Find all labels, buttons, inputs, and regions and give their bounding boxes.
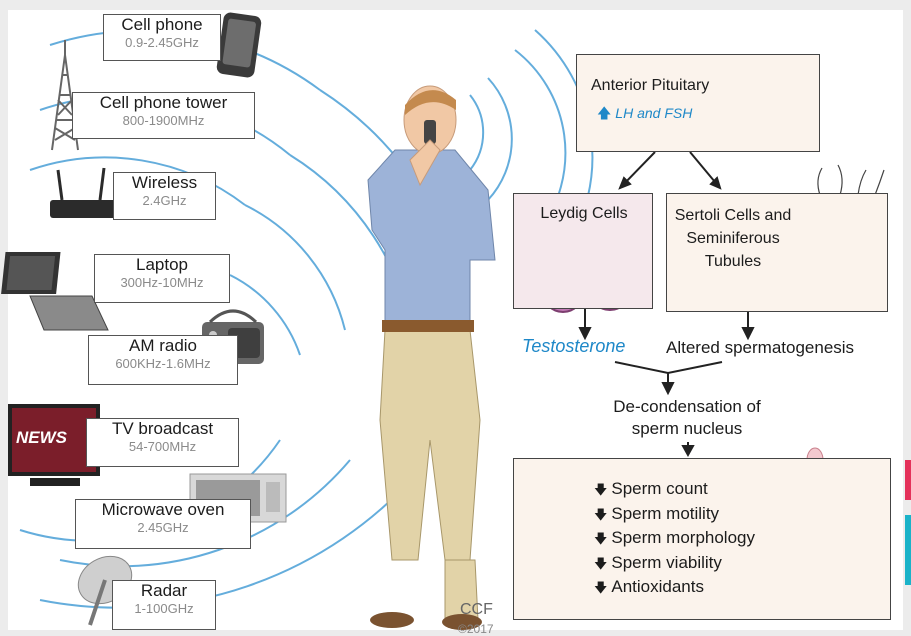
down-arrow-icon: 🡇 [594,527,607,551]
sertoli-cells-title: Sertoli Cells and Seminiferous Tubules [671,204,795,273]
hormone-text: LH and FSH [615,105,692,121]
device-label-cell-phone: Cell phone 0.9-2.45GHz [103,14,221,61]
device-label-cell-phone-tower: Cell phone tower 800-1900MHz [72,92,255,139]
device-label-radar: Radar 1-100GHz [112,580,216,630]
effect-text: Antioxidants [611,577,704,596]
leydig-cells-box: Leydig Cells [513,193,653,309]
effect-text: Sperm motility [611,504,719,523]
device-name: Wireless [114,173,215,193]
sertoli-cells-box: Sertoli Cells and Seminiferous Tubules [666,193,888,312]
anterior-pituitary-title: Anterior Pituitary [591,77,709,95]
laptop-icon [1,252,108,330]
device-frequency: 2.45GHz [76,520,250,536]
effects-box: 🡇Sperm count 🡇Sperm motility 🡇Sperm morp… [513,458,891,620]
effects-list: 🡇Sperm count 🡇Sperm motility 🡇Sperm morp… [594,477,755,600]
up-arrow-icon: 🡅 [597,105,611,121]
effect-item: 🡇Sperm motility [594,502,755,527]
down-arrow-icon: 🡇 [594,576,607,600]
tv-news-logo: NEWS [16,428,67,448]
effect-text: Sperm morphology [611,528,755,547]
ccf-credit: CCF [460,601,493,619]
device-label-am-radio: AM radio 600KHz-1.6MHz [88,335,238,385]
device-frequency: 600KHz-1.6MHz [89,356,237,372]
device-frequency: 1-100GHz [113,601,215,617]
pituitary-arrows [620,152,720,188]
device-name: Laptop [95,255,229,275]
device-label-laptop: Laptop 300Hz-10MHz [94,254,230,303]
altered-spermatogenesis-label: Altered spermatogenesis [666,337,854,359]
device-label-wireless: Wireless 2.4GHz [113,172,216,220]
testosterone-label: Testosterone [522,336,625,357]
device-frequency: 2.4GHz [114,193,215,209]
effect-item: 🡇Sperm morphology [594,526,755,551]
device-label-tv-broadcast: TV broadcast 54-700MHz [86,418,239,467]
anterior-pituitary-box: Anterior Pituitary 🡅 LH and FSH [576,54,820,152]
effect-text: Sperm viability [611,553,722,572]
effect-item: 🡇Sperm count [594,477,755,502]
man-figure-icon [368,86,495,630]
decondensation-label: De-condensation of sperm nucleus [598,396,776,440]
down-arrow-icon: 🡇 [594,503,607,527]
wave-arc-3 [245,205,345,330]
effect-item: 🡇Sperm viability [594,551,755,576]
effect-text: Sperm count [611,479,707,498]
effect-item: 🡇Antioxidants [594,575,755,600]
router-icon [50,168,120,218]
wave-head-1 [470,95,483,170]
device-name: Cell phone tower [73,93,254,113]
down-arrow-icon: 🡇 [594,552,607,576]
device-name: Microwave oven [76,500,250,520]
wave-head-2 [488,78,512,200]
device-frequency: 54-700MHz [87,439,238,455]
edge-accent-teal [905,515,911,585]
device-name: Cell phone [104,15,220,35]
device-name: AM radio [89,336,237,356]
device-label-microwave-oven: Microwave oven 2.45GHz [75,499,251,549]
lh-fsh-label: 🡅 LH and FSH [597,103,692,127]
cell-phone-icon [216,12,262,79]
down-arrow-icon: 🡇 [594,478,607,502]
device-frequency: 300Hz-10MHz [95,275,229,291]
edge-accent-red [905,460,911,500]
device-frequency: 800-1900MHz [73,113,254,129]
device-name: Radar [113,581,215,601]
device-frequency: 0.9-2.45GHz [104,35,220,51]
device-name: TV broadcast [87,419,238,439]
leydig-cells-title: Leydig Cells [514,202,654,225]
